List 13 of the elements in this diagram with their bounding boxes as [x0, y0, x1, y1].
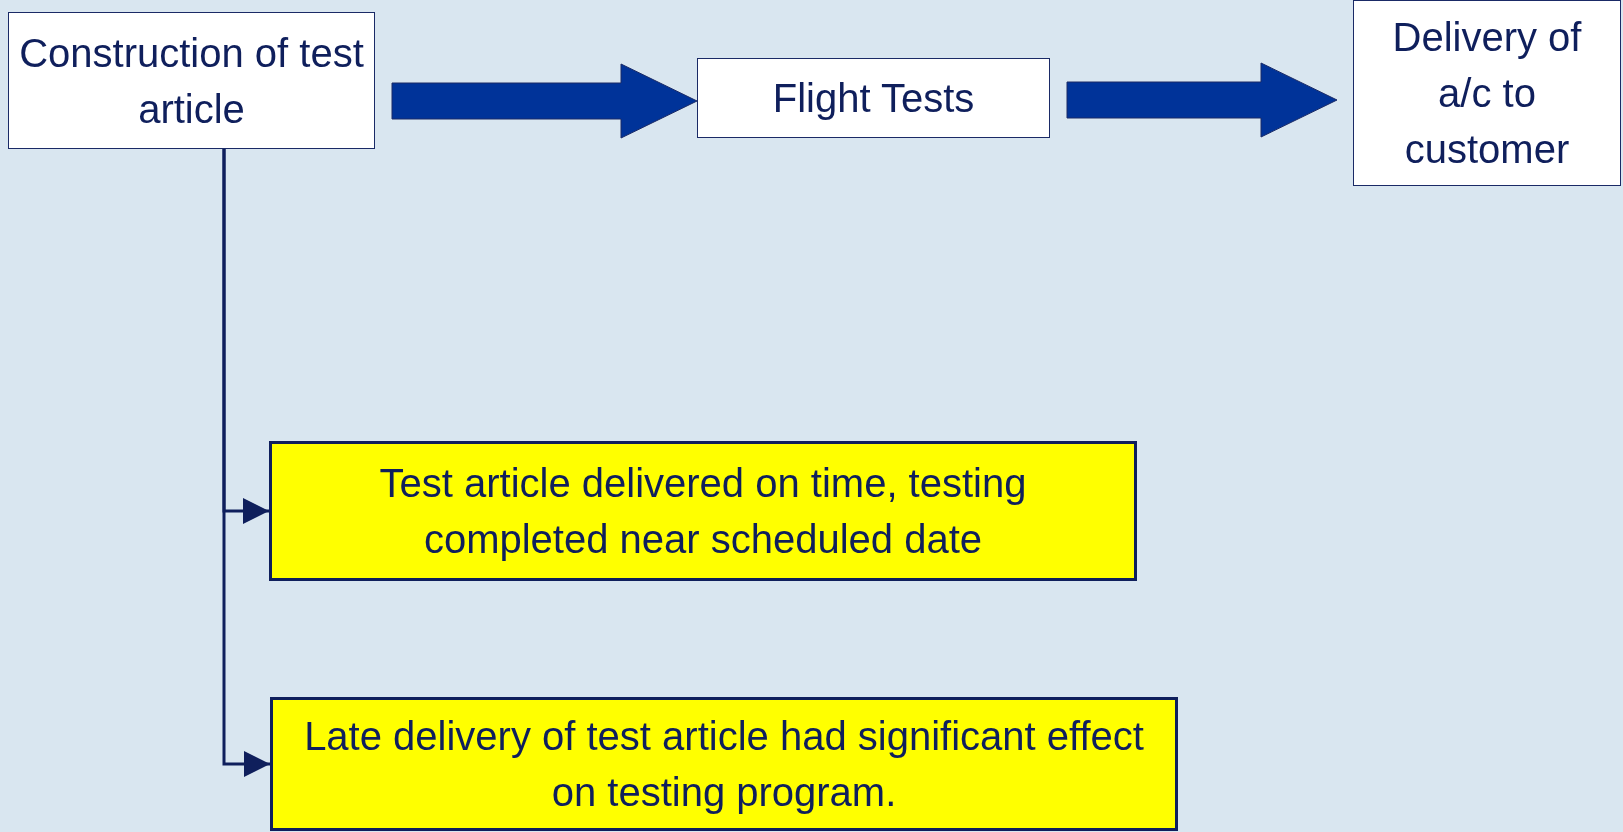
box-text: Construction of test article [18, 29, 365, 133]
process-box [8, 12, 375, 149]
process-box [697, 58, 1050, 138]
block-arrow [1066, 62, 1338, 138]
box-text: Test article delivered on time, testing completed near scheduled date [378, 460, 1028, 563]
outcome-box [269, 441, 1137, 581]
box-text: Late delivery of test article had significant effect on testing program. [303, 713, 1145, 816]
block-arrow [391, 63, 698, 139]
process-box [1353, 0, 1621, 186]
arrow [222, 149, 270, 777]
box-text: Delivery of a/c to customer [1391, 14, 1583, 173]
outcome-box [270, 697, 1178, 831]
box-text: Flight Tests [772, 75, 975, 122]
